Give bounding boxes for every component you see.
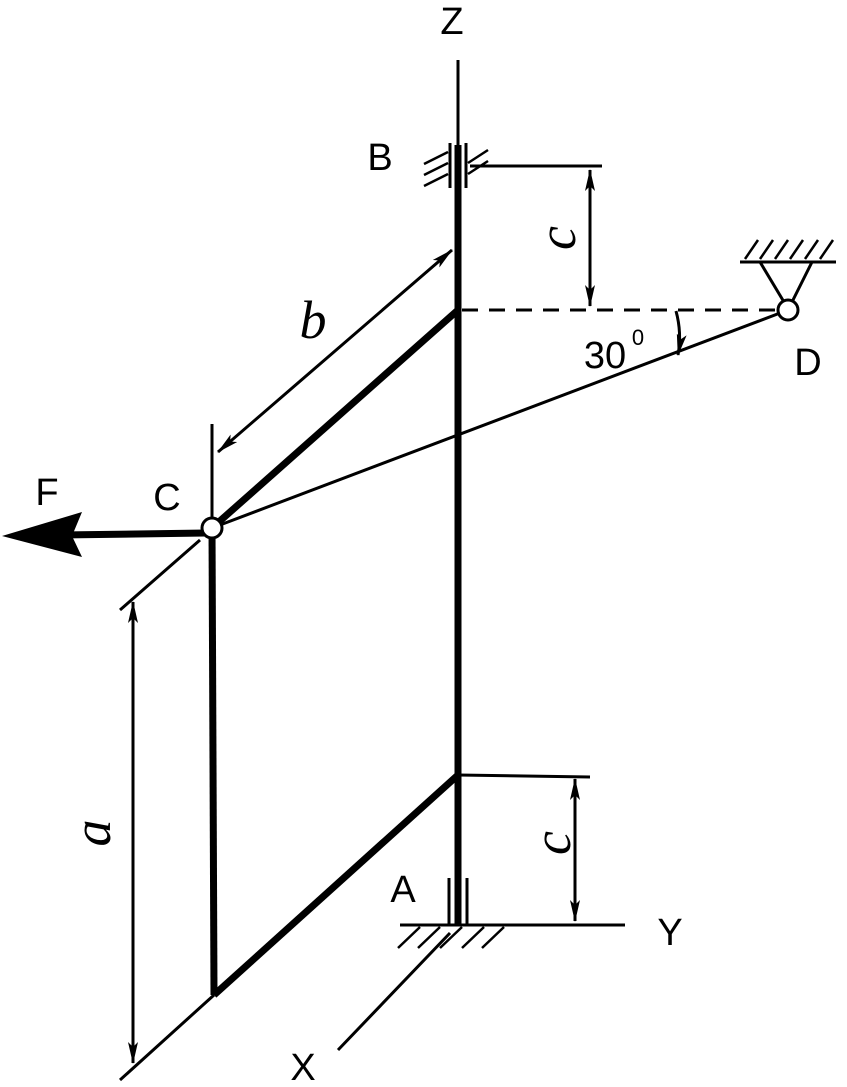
frame-left-edge bbox=[208, 527, 218, 996]
pin-c bbox=[200, 516, 224, 540]
angle-unit: 0 bbox=[632, 325, 644, 350]
dim-a-label: a bbox=[62, 820, 122, 847]
frame-top-arm bbox=[209, 307, 461, 531]
angle-arc bbox=[674, 310, 687, 356]
support-d bbox=[740, 239, 836, 303]
angle-value: 30 bbox=[584, 335, 626, 377]
label-x: X bbox=[290, 1047, 315, 1087]
pin-d bbox=[776, 298, 800, 322]
x-axis-line bbox=[336, 931, 452, 1052]
label-z: Z bbox=[440, 1, 463, 43]
label-a: A bbox=[390, 869, 416, 911]
label-f: F bbox=[35, 472, 58, 514]
frame-bottom-arm bbox=[211, 772, 461, 998]
label-d: D bbox=[794, 342, 821, 384]
label-c: C bbox=[153, 477, 180, 519]
dim-a-ext-line bbox=[119, 538, 201, 612]
dim-b-arrow bbox=[217, 248, 453, 454]
dim-b-label: b bbox=[300, 290, 327, 350]
dim-c-top-label: c bbox=[527, 226, 587, 250]
dim-c-bottom-label: c bbox=[522, 831, 582, 855]
force-f-shaft bbox=[59, 529, 207, 539]
force-f-arrowhead bbox=[2, 512, 82, 557]
label-y: Y bbox=[657, 912, 682, 954]
dim-c-bottom-ext bbox=[457, 773, 591, 779]
cable-cd bbox=[211, 308, 789, 530]
dim-a-bottom-ext bbox=[118, 993, 216, 1082]
support-a bbox=[397, 878, 505, 949]
label-b: B bbox=[367, 137, 392, 179]
